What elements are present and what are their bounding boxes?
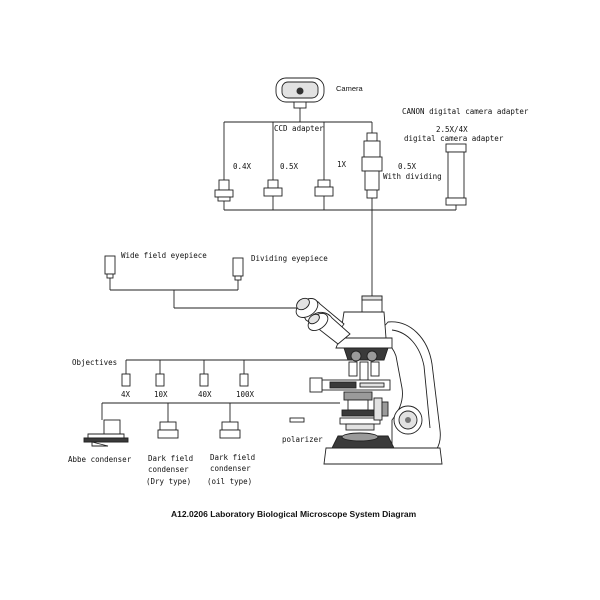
objective-4x-icon <box>121 373 131 387</box>
microscope-illustration <box>295 295 443 465</box>
abbe-condenser-label: Abbe condenser <box>68 455 132 464</box>
digital-adapter-label-line1: 2.5X/4X <box>436 125 468 134</box>
objective-40x-icon <box>199 373 209 387</box>
dividing-eyepiece-label: Dividing eyepiece <box>251 254 328 263</box>
wide-field-eyepiece-icon <box>104 255 116 279</box>
ccd-adapter-label: CCD adapter <box>274 124 324 133</box>
dark-field-dry-label-line1: Dark field <box>148 454 193 463</box>
objective-10x-label: 10X <box>154 390 168 399</box>
objective-4x-label: 4X <box>121 390 131 399</box>
camera-label: Camera <box>336 84 364 93</box>
polarizer-icon <box>289 417 305 423</box>
adapter-05x-label: 0.5X <box>280 162 299 171</box>
digital-adapter-label-line2: digital camera adapter <box>404 134 504 143</box>
canon-adapter-icon <box>445 143 467 206</box>
dark-field-oil-label-line2: condenser <box>210 464 251 473</box>
dark-field-condenser-oil-icon <box>219 421 241 439</box>
abbe-condenser-icon <box>83 419 129 447</box>
adapter-05x-dividing-label-line2: With dividing <box>383 172 442 181</box>
connector-lines <box>101 108 457 422</box>
dark-field-dry-label-line3: (Dry type) <box>146 477 191 486</box>
diagram-caption: A12.0206 Laboratory Biological Microscop… <box>171 509 417 519</box>
objective-40x-label: 40X <box>198 390 212 399</box>
objective-100x-icon <box>239 373 249 387</box>
ccd-adapter-04x-icon <box>214 179 234 202</box>
dark-field-condenser-dry-icon <box>157 421 179 439</box>
ccd-adapter-05x-icon <box>263 179 283 197</box>
camera-icon <box>275 77 325 109</box>
adapter-1x-label: 1X <box>337 160 347 169</box>
wide-field-eyepiece-label: Wide field eyepiece <box>121 251 207 260</box>
dark-field-oil-label-line3: (oil type) <box>207 477 252 486</box>
objective-10x-icon <box>155 373 165 387</box>
polarizer-label: polarizer <box>282 435 323 444</box>
objectives-label: Objectives <box>72 358 117 367</box>
ccd-adapter-05x-dividing-icon <box>361 132 383 199</box>
adapter-05x-dividing-label-line1: 0.5X <box>398 162 417 171</box>
objective-100x-label: 100X <box>236 390 255 399</box>
dark-field-dry-label-line2: condenser <box>148 465 189 474</box>
ccd-adapter-1x-icon <box>314 179 334 197</box>
dark-field-oil-label-line1: Dark field <box>210 453 255 462</box>
canon-adapter-label: CANON digital camera adapter <box>402 107 529 116</box>
dividing-eyepiece-icon <box>232 257 244 281</box>
adapter-04x-label: 0.4X <box>233 162 252 171</box>
